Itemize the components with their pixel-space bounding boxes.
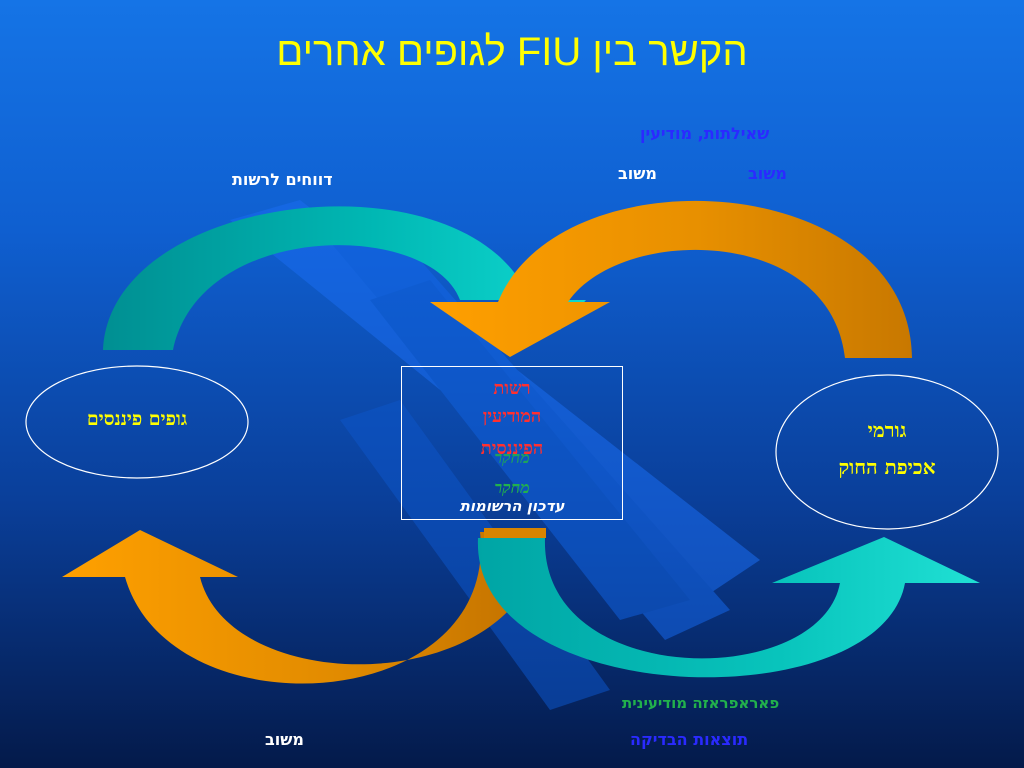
paraphrase-intelligence-label: פאראפראזה מודיעינית: [622, 694, 780, 712]
arrow-results-to-law-enforcement: [477, 537, 980, 678]
law-enforcement-label-line1: גורמי: [867, 418, 907, 442]
arrow-reports-to-fiu: [103, 206, 586, 350]
feedback-bottom-left-label: משוב: [265, 730, 304, 749]
law-enforcement-label-line2: אכיפת החוק: [838, 455, 936, 479]
law-enforcement-node: [775, 374, 999, 530]
fiu-node: [401, 366, 623, 520]
arrow-feedback-to-fiu: [430, 200, 912, 358]
fiu-label-line1: רשות: [493, 378, 531, 399]
feedback-top-center-label: משוב: [618, 164, 657, 183]
fiu-update-records-label: עדכון הרשומות: [459, 497, 565, 515]
fiu-label-overlap: מחקר: [494, 448, 530, 467]
feedback-top-right-label: משוב: [748, 164, 787, 183]
financial-bodies-label: גופים פיננסים: [86, 408, 188, 430]
queries-intelligence-label: שאילתות, מודיעין: [640, 124, 770, 143]
fiu-label-line2: המודיעין: [482, 406, 542, 427]
arrow-feedback-to-financial: [62, 528, 546, 684]
reports-to-authority-label: דווחים לרשות: [232, 170, 333, 189]
fiu-label-line3: הפיננסית: [480, 438, 544, 459]
financial-bodies-node: [25, 365, 249, 479]
check-results-label: תוצאות הבדיקה: [630, 730, 749, 749]
page-title: הקשר בין FIU לגופים אחרים: [276, 30, 748, 74]
fiu-research-label: מחקר: [494, 478, 530, 497]
